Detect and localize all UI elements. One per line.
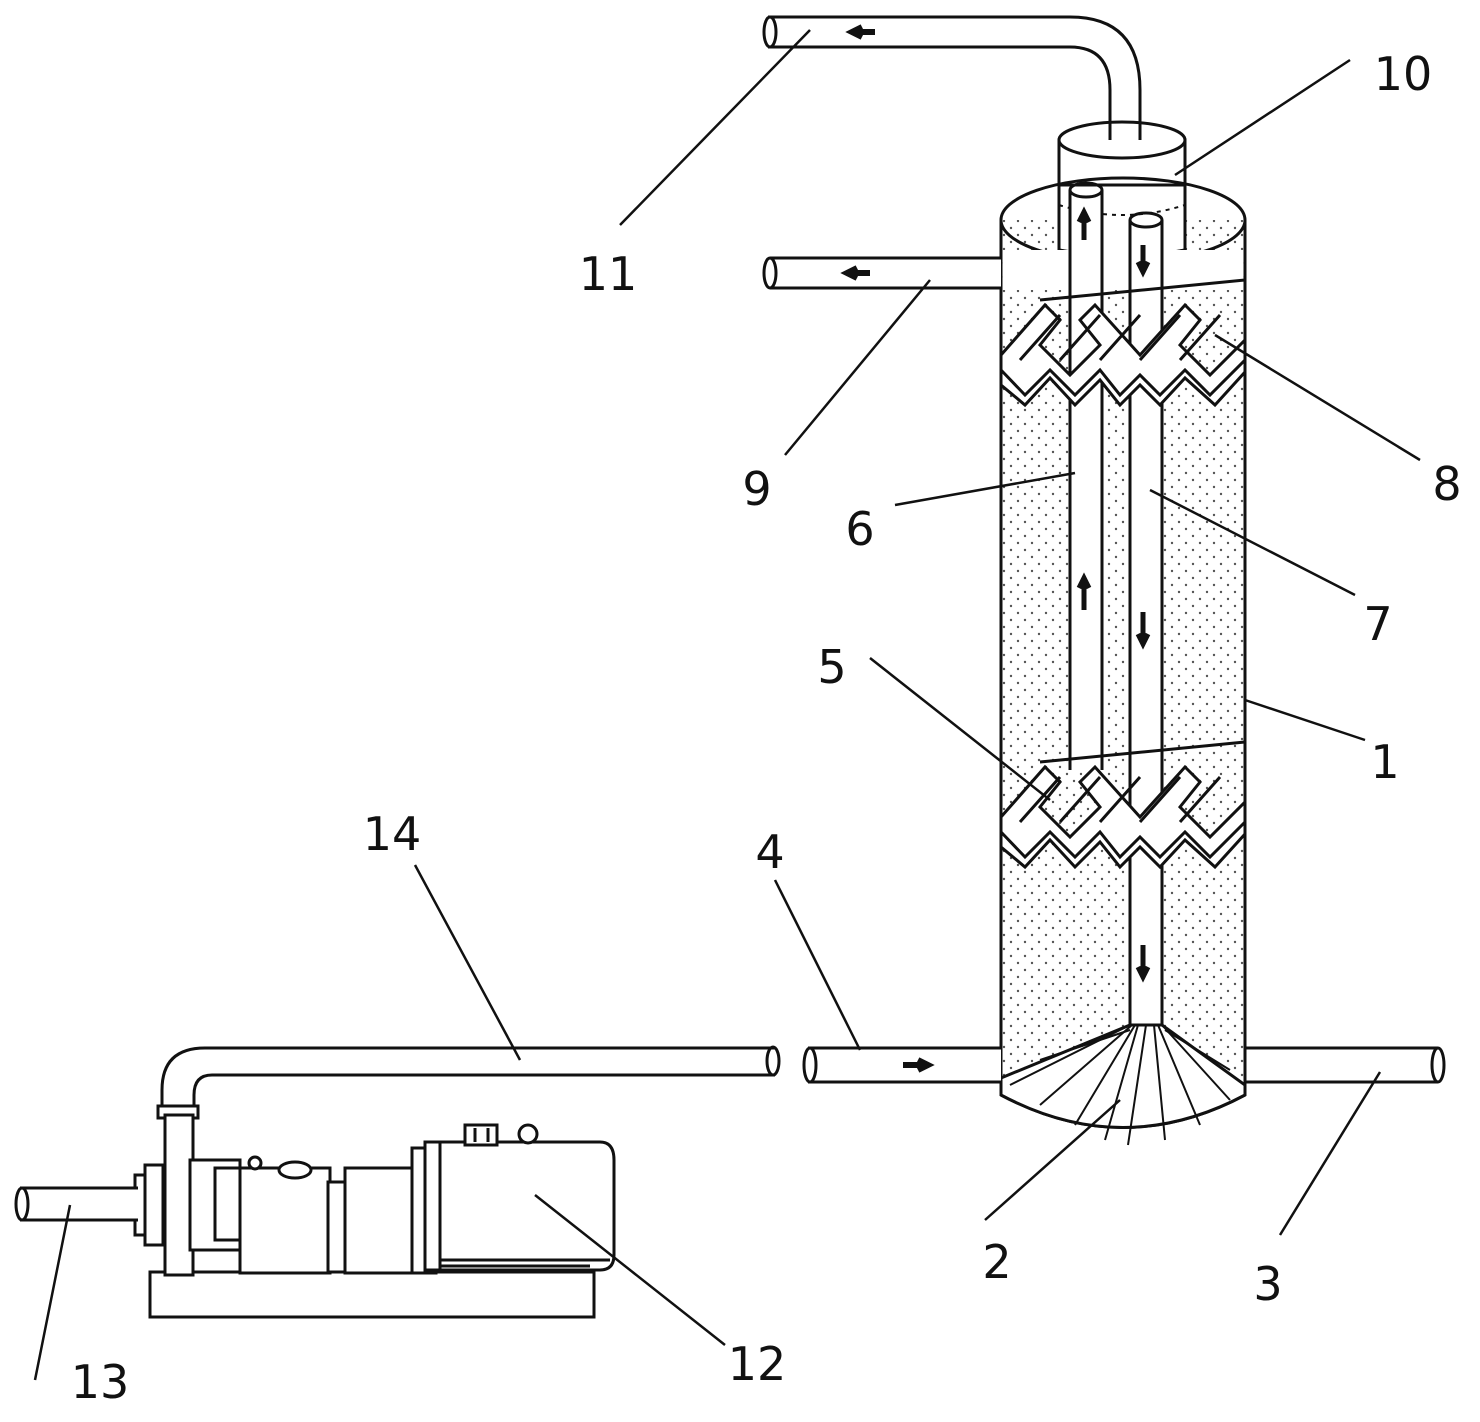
bottom-distributor	[999, 1023, 1247, 1146]
leader-3	[1278, 1071, 1382, 1236]
leader-1	[1244, 698, 1366, 742]
leader-12	[534, 1194, 726, 1346]
leader-13	[33, 1204, 72, 1381]
flow-arrow-icon	[840, 265, 870, 281]
leader-5	[869, 657, 1051, 801]
label-7: 7	[1363, 597, 1392, 651]
label-12: 12	[728, 1337, 787, 1391]
outlet-pipe-top	[762, 15, 1142, 140]
inlet-pipe	[802, 1046, 1001, 1084]
label-13: 13	[71, 1355, 130, 1409]
pump-assembly	[133, 1113, 616, 1319]
leader-2	[984, 1099, 1121, 1221]
flow-arrow-icon	[1076, 206, 1092, 240]
leader-4	[773, 879, 862, 1051]
flow-arrow-icon	[845, 24, 875, 40]
label-14: 14	[363, 807, 422, 861]
leader-11	[619, 29, 811, 226]
pump-suction-pipe	[14, 1186, 138, 1222]
label-1: 1	[1370, 735, 1399, 789]
leader-8	[1214, 333, 1421, 462]
label-6: 6	[845, 502, 874, 556]
leader-7	[1149, 488, 1356, 597]
label-3: 3	[1253, 1257, 1282, 1311]
label-5: 5	[817, 640, 846, 694]
label-4: 4	[755, 825, 784, 879]
flow-arrow-icon	[1135, 612, 1151, 650]
leader-9	[784, 279, 931, 456]
leader-6	[894, 471, 1076, 507]
flow-arrow-icon	[903, 1057, 935, 1073]
flow-arrow-icon	[1135, 245, 1151, 278]
label-2: 2	[982, 1235, 1011, 1289]
label-11: 11	[579, 247, 638, 301]
leader-lines	[33, 29, 1421, 1381]
label-9: 9	[742, 462, 771, 516]
label-8: 8	[1432, 457, 1461, 511]
upper-baffle	[1001, 278, 1245, 408]
riser-tube	[1068, 181, 1104, 770]
part-labels: 10 11 9 8 6 7 5 1 14 4 2 3 12 13	[71, 47, 1462, 1409]
flow-arrow-icon	[1076, 572, 1092, 610]
leader-14	[413, 864, 522, 1061]
reactor-column	[999, 140, 1247, 1129]
lower-baffle	[1001, 740, 1245, 870]
pump-discharge-pipe	[156, 1045, 781, 1120]
label-10: 10	[1374, 47, 1433, 101]
flow-arrow-icon	[1135, 945, 1151, 983]
leader-10	[1174, 58, 1351, 177]
side-outlet-pipe	[762, 256, 1001, 290]
right-pipe	[1245, 1046, 1446, 1084]
